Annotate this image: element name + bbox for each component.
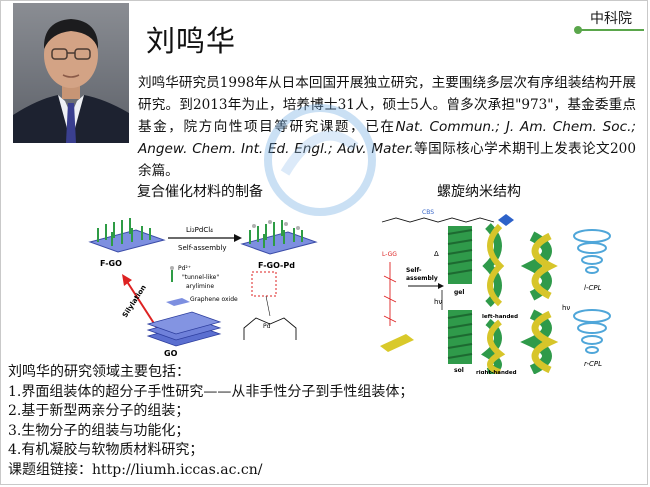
arylimine-structure: [243, 317, 297, 340]
person-name: 刘鸣华: [146, 24, 237, 58]
label-go: GO: [164, 349, 178, 358]
label-self-assembly: Self-assembly: [178, 244, 227, 252]
gel-helix: [447, 226, 473, 284]
go-swatch: [166, 298, 190, 306]
pd-swatch: [170, 266, 174, 270]
label-hv: hν: [434, 298, 442, 306]
organization-label: 中科院: [590, 11, 632, 27]
label-delta: Δ: [434, 250, 439, 258]
group-link[interactable]: 课题组链接：http://liumh.iccas.ac.cn/: [8, 461, 263, 478]
sol-helix: [447, 310, 473, 364]
label-pd: Pd²⁺: [178, 265, 191, 272]
bio-tail: 等国际核心学术期刊上发表论文200余篇。: [138, 141, 636, 179]
organization-rule: [578, 29, 644, 31]
portrait-photo: [13, 3, 129, 143]
label-arylimine: arylimine: [186, 283, 214, 290]
fgo-pillars: [97, 218, 151, 246]
highlight-box: [251, 271, 277, 297]
fgopd-pillars: [249, 220, 303, 248]
left-handed-ribbon: [482, 223, 505, 307]
cpl-spiral-bottom: [573, 309, 611, 354]
cpl-spiral-top: [573, 229, 611, 274]
figure-caption-catalyst: 复合催化材料的制备: [137, 184, 263, 200]
bio-text: 刘鸣华研究员1998年从日本回国开展独立研究，主要围绕多层次有序组装结构开展研究…: [138, 75, 636, 135]
cbs-structure: [381, 217, 495, 223]
catalyst-schematic: F-GO Li₂PdCl₄ Self-assembly F-GO-Pd Pd²⁺…: [88, 218, 318, 358]
pd-particles: [252, 220, 300, 230]
label-graphene-oxide: Graphene oxide: [190, 296, 238, 303]
biography-paragraph: 刘鸣华研究员1998年从日本回国开展独立研究，主要围绕多层次有序组装结构开展研究…: [138, 72, 636, 182]
research-item: 2.基于新型两亲分子的组装；: [8, 403, 190, 420]
research-item: 3.生物分子的组装与功能化；: [8, 422, 190, 439]
label-reagent: Li₂PdCl₄: [186, 226, 213, 234]
atom-pd: Pd: [263, 323, 271, 330]
bio-journals: Nat. Commun.; J. Am. Chem. Soc.; Angew. …: [138, 119, 636, 157]
lgg-structure: [383, 262, 397, 326]
helix-large-bottom: [520, 309, 559, 374]
label-fgo: F-GO: [100, 259, 122, 268]
helix-schematic: CBS L-GG Self- assembly gel sol hν Δ lef…: [380, 209, 611, 374]
label-self-assembly-right: Self-: [406, 267, 422, 274]
fgo-sheet: [88, 229, 166, 253]
research-item: 1.界面组装体的超分子手性研究——从非手性分子到手性组装体；: [8, 383, 414, 400]
label-gel: gel: [454, 289, 464, 296]
research-intro: 刘鸣华的研究领域主要包括：: [8, 364, 190, 380]
label-cbs: CBS: [422, 209, 434, 216]
label-left-handed: left-handed: [482, 314, 518, 320]
figure-caption-helix: 螺旋纳米结构: [437, 184, 521, 200]
label-tunnel: "tunnel-like": [182, 274, 219, 281]
label-sol: sol: [454, 367, 464, 374]
label-lgg: L-GG: [382, 251, 397, 258]
label-fgopd: F-GO-Pd: [258, 261, 295, 270]
label-assembly-right: assembly: [406, 275, 438, 282]
arrow-assembly-head: [438, 283, 444, 289]
arrow-head: [234, 234, 242, 242]
go-stack: [146, 311, 222, 347]
research-section: 刘鸣华的研究领域主要包括： 1.界面组装体的超分子手性研究——从非手性分子到手性…: [8, 363, 413, 481]
right-handed-ribbon: [481, 318, 506, 374]
cbs-blue-cube: [498, 214, 514, 226]
label-silylation: Silylation: [121, 284, 148, 319]
lgg-yellow-block: [380, 334, 414, 352]
fgopd-sheet: [240, 231, 318, 255]
helix-large-top: [520, 231, 558, 301]
zoom-line: [265, 295, 271, 317]
organization-dot: [574, 26, 582, 34]
label-hv-right: hν: [562, 304, 570, 312]
label-right-handed: right-handed: [476, 370, 517, 374]
label-r-cpl: r-CPL: [584, 360, 602, 368]
research-item: 4.有机凝胶与软物质材料研究；: [8, 442, 204, 459]
arrow-silylation-head: [122, 274, 132, 286]
label-l-cpl: l-CPL: [584, 284, 602, 292]
